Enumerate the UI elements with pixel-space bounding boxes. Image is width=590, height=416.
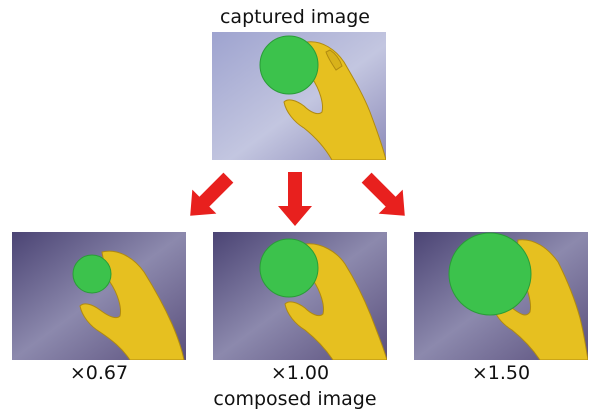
composed-panel-1.00 (213, 232, 387, 360)
green-ball (72, 254, 112, 294)
composed-panel-0.67 (12, 232, 186, 360)
hand-shape (283, 41, 386, 160)
green-ball (259, 238, 319, 298)
arrow-down-left-icon (190, 172, 234, 216)
arrow-down-right-icon (361, 172, 405, 216)
hand-shape (491, 239, 588, 360)
captured-image-panel (212, 32, 386, 160)
scale-label-0.67: ×0.67 (69, 362, 129, 384)
arrow-down-icon (278, 172, 312, 226)
captured-image-caption: captured image (219, 6, 370, 28)
green-ball (448, 232, 532, 316)
green-ball (259, 35, 319, 95)
scale-label-1.50: ×1.50 (471, 362, 531, 384)
composed-panel-1.50 (414, 232, 588, 360)
composed-image-caption: composed image (213, 388, 377, 410)
scale-label-1.00: ×1.00 (270, 362, 330, 384)
hand-shape (79, 250, 185, 360)
